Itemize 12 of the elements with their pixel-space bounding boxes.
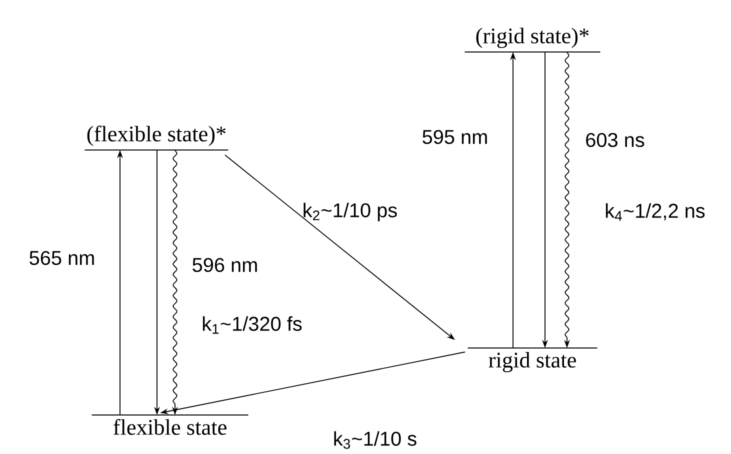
edge-label: 596 nm: [192, 258, 257, 272]
energy-level: rigid state: [468, 347, 598, 372]
edge-label: 565 nm: [30, 250, 94, 266]
edge-label: k$_{2}$~1/10 ps: [304, 202, 397, 222]
edge-label: k$_{3}$~1/10 s: [334, 431, 416, 449]
edge-label: 595 nm: [422, 130, 487, 144]
edge-label: k$_{4}$~1/2,2 ns: [606, 203, 705, 221]
energy-level: flexible state: [92, 414, 248, 435]
energy-level: (flexible state)*: [84, 126, 228, 151]
energy-level: (rigid state)*: [464, 28, 600, 53]
edge-label: 603 ns: [586, 132, 644, 148]
edge-label: k$_{1}$~1/320 fs: [202, 316, 302, 334]
